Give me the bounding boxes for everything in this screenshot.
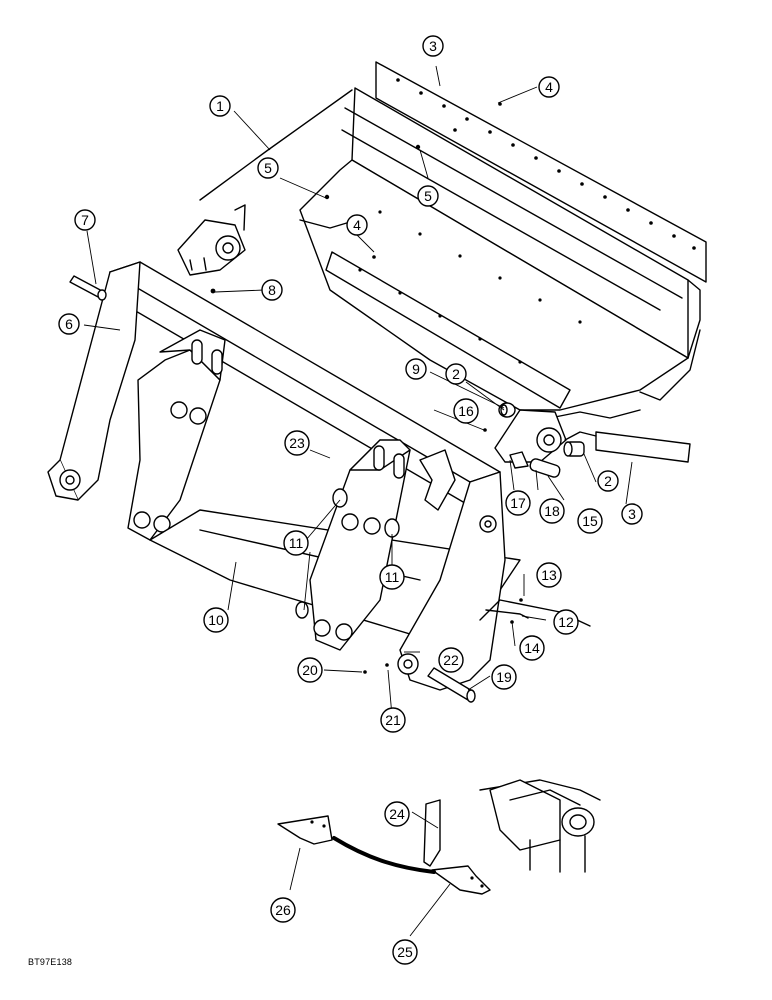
svg-text:20: 20	[302, 662, 318, 678]
svg-text:4: 4	[353, 217, 361, 233]
callout-3: 3	[422, 35, 444, 57]
callout-5: 5	[257, 157, 279, 179]
upper-cutting-edge	[375, 61, 707, 283]
svg-text:5: 5	[424, 188, 432, 204]
quick-attach-frame	[47, 261, 591, 691]
callout-17: 17	[505, 490, 531, 516]
callout-12: 12	[553, 609, 579, 635]
svg-text:11: 11	[385, 569, 400, 585]
pin-7	[69, 275, 107, 301]
callout-1: 1	[209, 95, 231, 117]
svg-text:11: 11	[289, 535, 304, 551]
callout-2: 2	[445, 363, 467, 385]
right-pin	[529, 458, 561, 478]
upper-bushing	[498, 402, 516, 418]
svg-text:16: 16	[458, 403, 474, 419]
svg-text:3: 3	[628, 506, 636, 522]
bucket-body	[199, 87, 701, 421]
callout-20: 20	[297, 657, 323, 683]
callout-3: 3	[621, 503, 643, 525]
callout-22: 22	[438, 647, 464, 673]
item-26-plate	[277, 815, 333, 845]
callout-8: 8	[261, 279, 283, 301]
callout-11: 11	[283, 530, 309, 556]
detail-view-bracket	[479, 779, 601, 873]
item-25-plate	[431, 865, 491, 895]
callout-7: 7	[74, 209, 96, 231]
callout-18: 18	[539, 498, 565, 524]
svg-text:7: 7	[81, 212, 89, 228]
callout-26: 26	[270, 897, 296, 923]
svg-text:17: 17	[510, 495, 526, 511]
svg-text:4: 4	[545, 79, 553, 95]
callout-10: 10	[203, 607, 229, 633]
svg-text:2: 2	[452, 366, 460, 382]
callout-25: 25	[392, 939, 418, 965]
callout-11: 11	[379, 564, 405, 590]
small-fasteners	[210, 102, 523, 674]
svg-text:9: 9	[412, 361, 420, 377]
svg-text:2: 2	[604, 473, 612, 489]
svg-text:5: 5	[264, 160, 272, 176]
callout-4: 4	[346, 214, 368, 236]
callout-16: 16	[453, 398, 479, 424]
drawing-id: BT97E138	[28, 957, 73, 967]
svg-text:24: 24	[389, 806, 405, 822]
svg-text:26: 26	[275, 902, 291, 918]
right-bushing	[563, 441, 585, 457]
svg-text:15: 15	[582, 513, 598, 529]
lower-side-edge	[564, 431, 691, 463]
svg-text:19: 19	[496, 669, 512, 685]
item-24-strap	[423, 799, 441, 867]
svg-text:10: 10	[208, 612, 224, 628]
svg-text:3: 3	[429, 38, 437, 54]
svg-text:22: 22	[443, 652, 459, 668]
callout-6: 6	[58, 313, 80, 335]
svg-text:12: 12	[558, 614, 574, 630]
svg-text:1: 1	[216, 98, 224, 114]
left-mount-bracket	[177, 204, 246, 276]
inner-wear-strip	[325, 251, 571, 409]
svg-text:13: 13	[541, 567, 557, 583]
callout-24: 24	[384, 801, 410, 827]
callout-13: 13	[536, 562, 562, 588]
svg-text:18: 18	[544, 503, 560, 519]
right-mount-bracket	[494, 409, 567, 469]
connecting-cable	[332, 836, 436, 874]
callout-9: 9	[405, 358, 427, 380]
svg-text:6: 6	[65, 316, 73, 332]
svg-text:25: 25	[397, 944, 413, 960]
callout-2: 2	[597, 470, 619, 492]
bushing-pair-left	[295, 488, 348, 619]
svg-text:14: 14	[524, 640, 540, 656]
pin-19	[427, 667, 476, 703]
svg-text:21: 21	[385, 712, 401, 728]
svg-text:8: 8	[268, 282, 276, 298]
callout-5: 5	[417, 185, 439, 207]
svg-text:23: 23	[289, 435, 305, 451]
callout-23: 23	[284, 430, 310, 456]
callout-4: 4	[538, 76, 560, 98]
callout-19: 19	[491, 664, 517, 690]
callout-21: 21	[380, 707, 406, 733]
callout-15: 15	[577, 508, 603, 534]
leader-lines	[83, 65, 633, 937]
callout-14: 14	[519, 635, 545, 661]
